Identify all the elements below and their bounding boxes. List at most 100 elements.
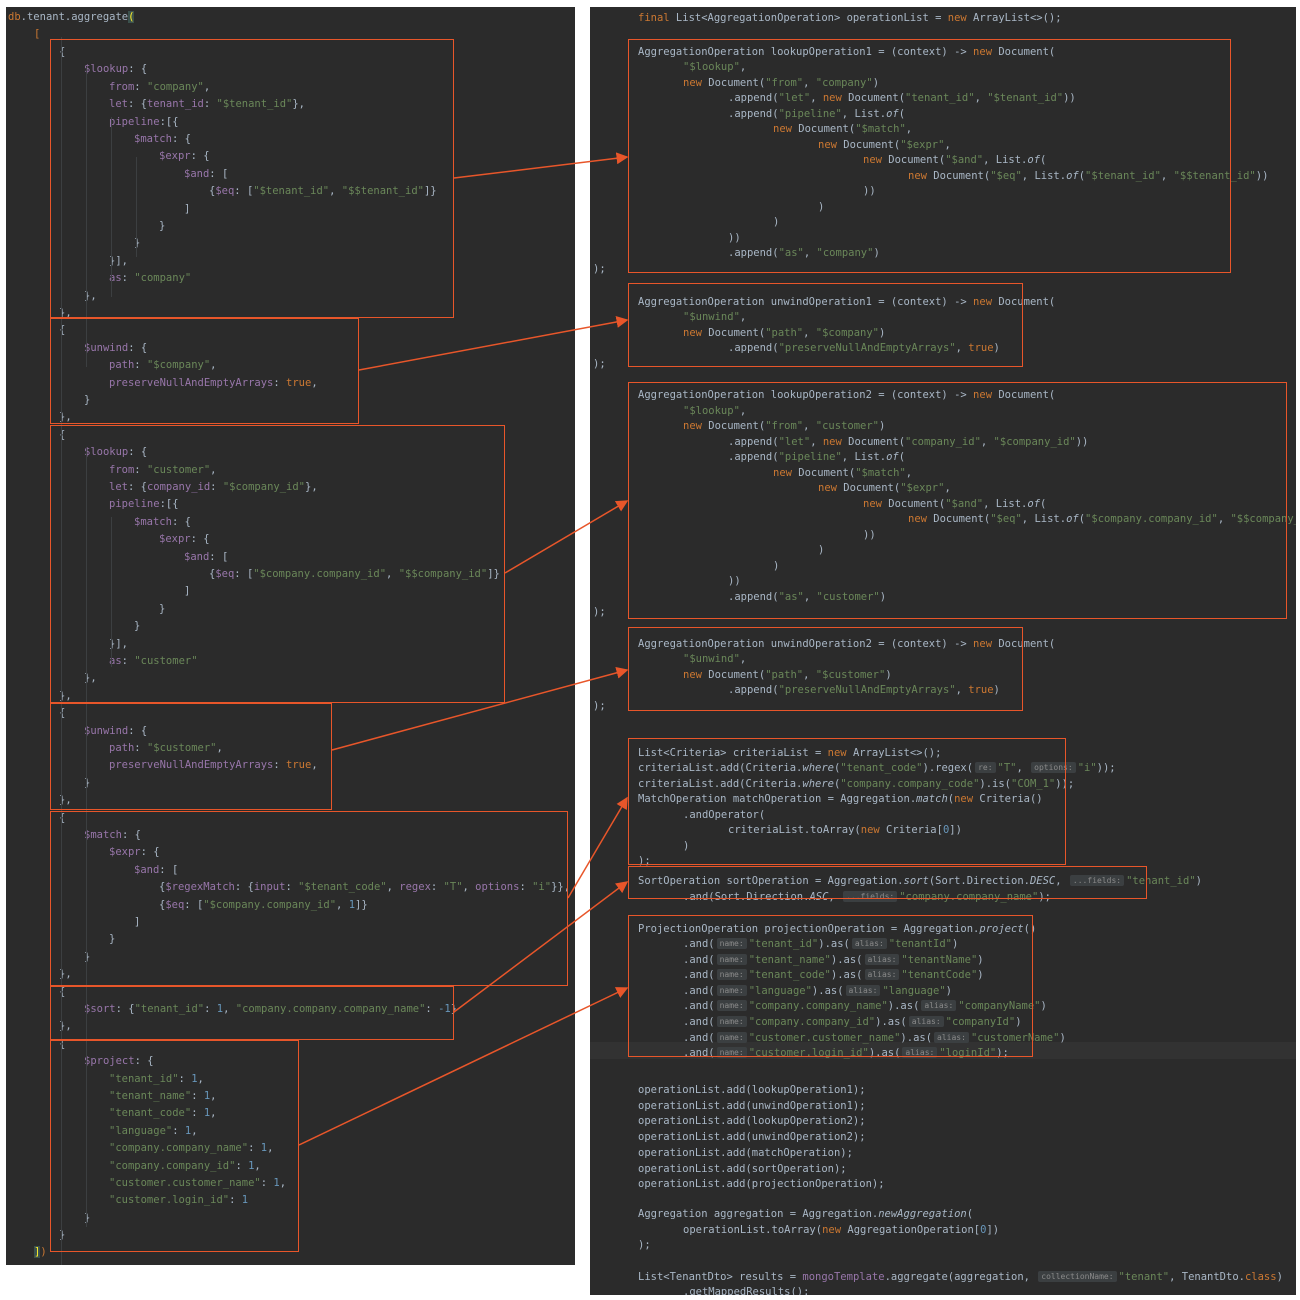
code-line: $and: [: [184, 550, 229, 563]
code-line: List<Criteria> criteriaList = new ArrayL…: [638, 747, 942, 759]
code-line: "company.company_name": 1,: [109, 1142, 274, 1155]
match-box: [50, 811, 568, 986]
code-line: {: [59, 985, 66, 998]
current-line-highlight: [590, 1042, 1296, 1059]
lookup-customer-box: [50, 425, 505, 703]
code-line: new Document("from", "company"): [683, 77, 880, 89]
code-line: .and(name:"tenant_code").as(alias:"tenan…: [683, 969, 984, 982]
code-line: "language": 1,: [109, 1124, 198, 1137]
code-line: path: "$customer",: [109, 742, 223, 754]
java-code-editor[interactable]: final List<AggregationOperation> operati…: [590, 7, 1296, 1295]
projection-operation-box: [628, 915, 1033, 1057]
code-line: "tenant_name": 1,: [109, 1090, 217, 1102]
lookup-operation2-box: [628, 382, 1287, 619]
code-line: }: [159, 602, 166, 615]
code-line: }: [59, 1229, 66, 1242]
code-line: .and(name:"tenant_id").as(alias:"tenantI…: [683, 938, 959, 950]
indent-guide: [61, 37, 62, 1265]
code-line: operationList.add(unwindOperation1);: [638, 1099, 866, 1112]
code-line: },: [59, 307, 72, 319]
code-line: {$eq: ["$company.company_id", "$$company…: [209, 568, 500, 580]
code-line: .append("preserveNullAndEmptyArrays", tr…: [728, 342, 1000, 354]
code-line: from: "customer",: [109, 463, 217, 476]
code-line: $expr: {: [159, 533, 210, 546]
code-line: ]): [34, 1246, 47, 1258]
code-line: {: [59, 707, 66, 720]
code-line: new Document("from", "customer"): [683, 420, 886, 432]
parameter-hint: name:: [716, 1016, 747, 1027]
code-line: .append("let", new Document("company_id"…: [728, 436, 1089, 448]
code-line: },: [59, 689, 72, 702]
code-line: }: [159, 220, 166, 232]
code-line: $expr: {: [109, 846, 160, 859]
code-line: .append("let", new Document("tenant_id",…: [728, 92, 1076, 104]
unwind-customer-box: [50, 703, 332, 810]
parameter-hint: alias:: [908, 1016, 944, 1027]
code-line: $lookup: {: [84, 63, 148, 76]
parameter-hint: re:: [975, 762, 996, 773]
code-line: ]: [134, 916, 141, 928]
code-line: Aggregation aggregation = Aggregation.ne…: [638, 1208, 974, 1220]
code-line: $and: [: [134, 863, 179, 876]
code-line: SortOperation sortOperation = Aggregatio…: [638, 875, 1202, 887]
code-line: new Document("$eq", List.of("$tenant_id"…: [908, 170, 1269, 182]
code-line: "$unwind",: [683, 311, 747, 323]
code-line: $expr: {: [159, 150, 210, 163]
code-line: $match: {: [84, 829, 141, 841]
code-line: pipeline:[{: [109, 115, 179, 128]
code-line: $unwind: {: [84, 724, 148, 737]
parameter-hint: alias:: [845, 984, 881, 996]
parameter-hint: name:: [716, 1000, 747, 1012]
code-line: operationList.toArray(new AggregationOpe…: [683, 1224, 1000, 1236]
code-line: }],: [109, 637, 128, 650]
code-line: $lookup: {: [84, 446, 148, 459]
indent-guide: [86, 837, 87, 987]
code-line: new Document("$match",: [773, 123, 913, 135]
code-line: new Document("$match",: [773, 467, 913, 479]
code-line: db.tenant.aggregate(: [8, 11, 135, 23]
code-line: .append("pipeline", List.of(: [728, 108, 906, 120]
parameter-hint: alias:: [864, 969, 900, 981]
code-line: {: [59, 428, 66, 441]
code-line: );: [593, 263, 606, 275]
unwind-operation1-box: [628, 283, 1023, 367]
code-line: )): [728, 232, 741, 244]
code-line: .and(name:"tenant_name").as(alias:"tenan…: [683, 953, 984, 966]
parameter-hint: ...fields:: [843, 891, 898, 902]
code-line: );: [638, 1239, 651, 1251]
code-line: .append("as", "customer"): [728, 591, 887, 603]
code-line: as: "company": [109, 272, 192, 285]
code-line: new Document("$and", List.of(: [863, 154, 1047, 166]
parameter-hint: name:: [716, 969, 747, 981]
unwind-company-box: [50, 318, 359, 424]
code-line: pipeline:[{: [109, 498, 179, 511]
parameter-hint: alias:: [934, 1031, 969, 1043]
code-line: },: [84, 672, 97, 685]
code-line: .and(name:"customer.customer_name").as(a…: [683, 1031, 1066, 1044]
code-line: {$eq: ["$tenant_id", "$$tenant_id"]}: [209, 185, 437, 198]
code-line: "company.company_id": 1,: [109, 1159, 261, 1172]
code-line: operationList.add(sortOperation);: [638, 1162, 847, 1175]
code-line: new Document("$eq", List.of("$company.co…: [908, 513, 1296, 525]
sort-operation-box: [628, 866, 1147, 899]
code-line: "$lookup",: [683, 61, 747, 73]
code-line: },: [84, 289, 97, 302]
parameter-hint: name:: [716, 1047, 747, 1059]
code-line: .append("pipeline", List.of(: [728, 451, 906, 463]
code-line: }],: [109, 254, 128, 267]
code-line: operationList.add(lookupOperation1);: [638, 1084, 866, 1096]
parameter-hint: alias:: [921, 1000, 957, 1012]
project-box: [50, 1040, 299, 1252]
parameter-hint: collectionName:: [1038, 1271, 1117, 1282]
code-line: new Document("$expr",: [818, 139, 951, 151]
indent-guide: [111, 117, 112, 297]
code-line: $unwind: {: [84, 341, 148, 354]
code-line: .and(Sort.Direction.ASC, ...fields:"comp…: [683, 891, 1051, 903]
match-operation-box: [628, 738, 1066, 865]
code-line: operationList.add(unwindOperation2);: [638, 1131, 866, 1144]
code-line: new Document("path", "$customer"): [683, 669, 892, 681]
code-line: "customer.customer_name": 1,: [109, 1177, 287, 1189]
code-line: operationList.add(matchOperation);: [638, 1146, 853, 1159]
code-line: operationList.add(projectionOperation);: [638, 1178, 885, 1191]
sort-box: [50, 986, 454, 1040]
